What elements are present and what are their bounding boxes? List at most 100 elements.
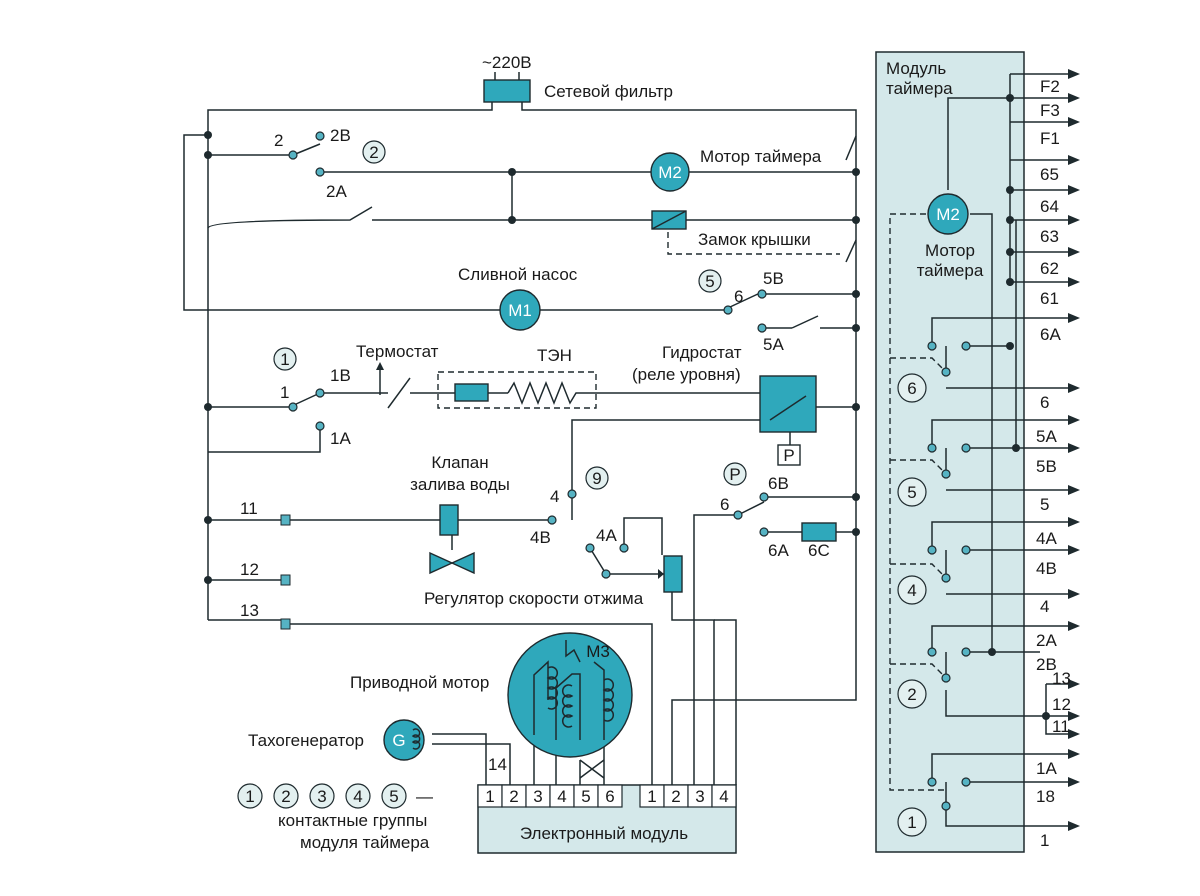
tm-out-5a: 5А	[1036, 427, 1057, 446]
pin-6-label: 6	[734, 287, 743, 306]
contact-1a	[315, 421, 325, 431]
pin-11-label: 11	[240, 499, 258, 518]
timer-module-title-1: Модуль	[886, 59, 946, 78]
electronic-module-pins-right: 1 2 3 4	[639, 784, 737, 808]
group-badge-2-text: 2	[369, 143, 378, 162]
voltage-label: ~220В	[482, 53, 532, 72]
tm-out-61: 61	[1040, 289, 1059, 308]
thermostat-label: Термостат	[356, 342, 439, 361]
tm-out-4: 4	[1040, 597, 1049, 616]
timer-module-motor-label-1: Мотор	[925, 241, 975, 260]
power-filter	[483, 79, 531, 103]
em-pin-r3: 3	[695, 787, 704, 806]
tm-group-2-text: 2	[907, 685, 916, 704]
tm-out-6: 6	[1040, 393, 1049, 412]
resistor-6c	[801, 522, 837, 542]
legend-dash: —	[416, 787, 433, 806]
drain-pump-m1	[499, 289, 541, 331]
tm-contact	[927, 545, 937, 555]
legend-num-2: 2	[281, 787, 290, 806]
door-lock-label: Замок крышки	[698, 230, 811, 249]
electronic-module-pins-left: 1 2 3 4 5 6	[477, 784, 623, 808]
heater-label: ТЭН	[537, 346, 572, 365]
group-badge-p-text: P	[729, 465, 740, 484]
group-badge-9	[585, 466, 609, 490]
pin-14-label: 14	[488, 755, 507, 774]
tm-contact	[961, 341, 971, 351]
pin-2b-label: 2В	[330, 126, 351, 145]
tm-group-6	[897, 373, 927, 403]
junction	[852, 403, 860, 411]
contact-4b	[547, 515, 557, 525]
junction	[204, 131, 212, 139]
junction	[204, 403, 212, 411]
junction	[204, 516, 212, 524]
heater-coil	[507, 380, 580, 406]
tm-out-12: 12	[1052, 695, 1071, 714]
contact-4	[567, 489, 577, 499]
junction	[852, 168, 860, 176]
wires	[183, 102, 857, 785]
junction	[204, 151, 212, 159]
pin-1-label: 1	[280, 383, 289, 402]
tm-group-5	[897, 477, 927, 507]
valve-left	[429, 551, 454, 575]
tm-group-6-text: 6	[907, 379, 916, 398]
contact-regulator-in	[585, 543, 595, 553]
tm-out-5: 5	[1040, 495, 1049, 514]
pin-p6-label: 6	[720, 495, 729, 514]
timer-module-box	[875, 51, 1025, 853]
motor-windings	[533, 660, 614, 740]
timer-module-motor-label-2: таймера	[917, 261, 984, 280]
contact-1b	[315, 388, 325, 398]
tm-contact	[927, 443, 937, 453]
junction	[852, 528, 860, 536]
pin-5a-label: 5А	[763, 335, 784, 354]
hydrostat-label-1: Гидростат	[662, 343, 742, 362]
pin-4b-label: 4В	[530, 528, 551, 547]
spin-regulator	[663, 555, 683, 593]
legend-badge-1	[237, 783, 263, 809]
tm-out-64: 64	[1040, 197, 1059, 216]
junction	[852, 324, 860, 332]
tm-out-1a: 1А	[1036, 759, 1057, 778]
tm-contact	[941, 801, 951, 811]
pin-2-label: 2	[274, 131, 283, 150]
contact-4a	[619, 543, 629, 553]
tm-out-4b: 4В	[1036, 559, 1057, 578]
tm-out-f3: F3	[1040, 101, 1060, 120]
tm-contact	[961, 545, 971, 555]
tm-contact	[961, 777, 971, 787]
tm-contact	[927, 647, 937, 657]
valve-label-2: залива воды	[410, 475, 510, 494]
legend-badge-3	[309, 783, 335, 809]
legend-text-2: модуля таймера	[300, 833, 430, 852]
em-pin-r4: 4	[719, 787, 728, 806]
tm-contact	[941, 469, 951, 479]
pin-1a-label: 1А	[330, 429, 351, 448]
group-badge-2	[362, 140, 386, 164]
pin-2a-label: 2А	[326, 182, 347, 201]
terminal-11	[280, 514, 291, 526]
group-badge-1-text: 1	[280, 350, 289, 369]
group-badge-1	[273, 347, 297, 371]
group-badge-5-text: 5	[705, 272, 714, 291]
tm-out-13: 13	[1052, 669, 1071, 688]
em-pin-r1: 1	[647, 787, 656, 806]
hydrostat-p-text: P	[783, 446, 794, 465]
group-badge-9-text: 9	[592, 469, 601, 488]
heater-fuse	[454, 383, 489, 402]
tm-group-5-text: 5	[907, 483, 916, 502]
em-pin-l3: 3	[533, 787, 542, 806]
tm-group-2	[897, 679, 927, 709]
timer-motor-tag: M2	[658, 163, 682, 182]
pin-5b-label: 5В	[763, 269, 784, 288]
tm-out-2a: 2А	[1036, 631, 1057, 650]
timer-motor-m2	[650, 152, 690, 192]
terminal-13	[280, 618, 291, 630]
legend-badge-5	[381, 783, 407, 809]
legend-text-1: контактные группы	[278, 811, 427, 830]
tm-contact	[941, 367, 951, 377]
legend-badge-2	[273, 783, 299, 809]
pin-p6a-label: 6А	[768, 541, 789, 560]
